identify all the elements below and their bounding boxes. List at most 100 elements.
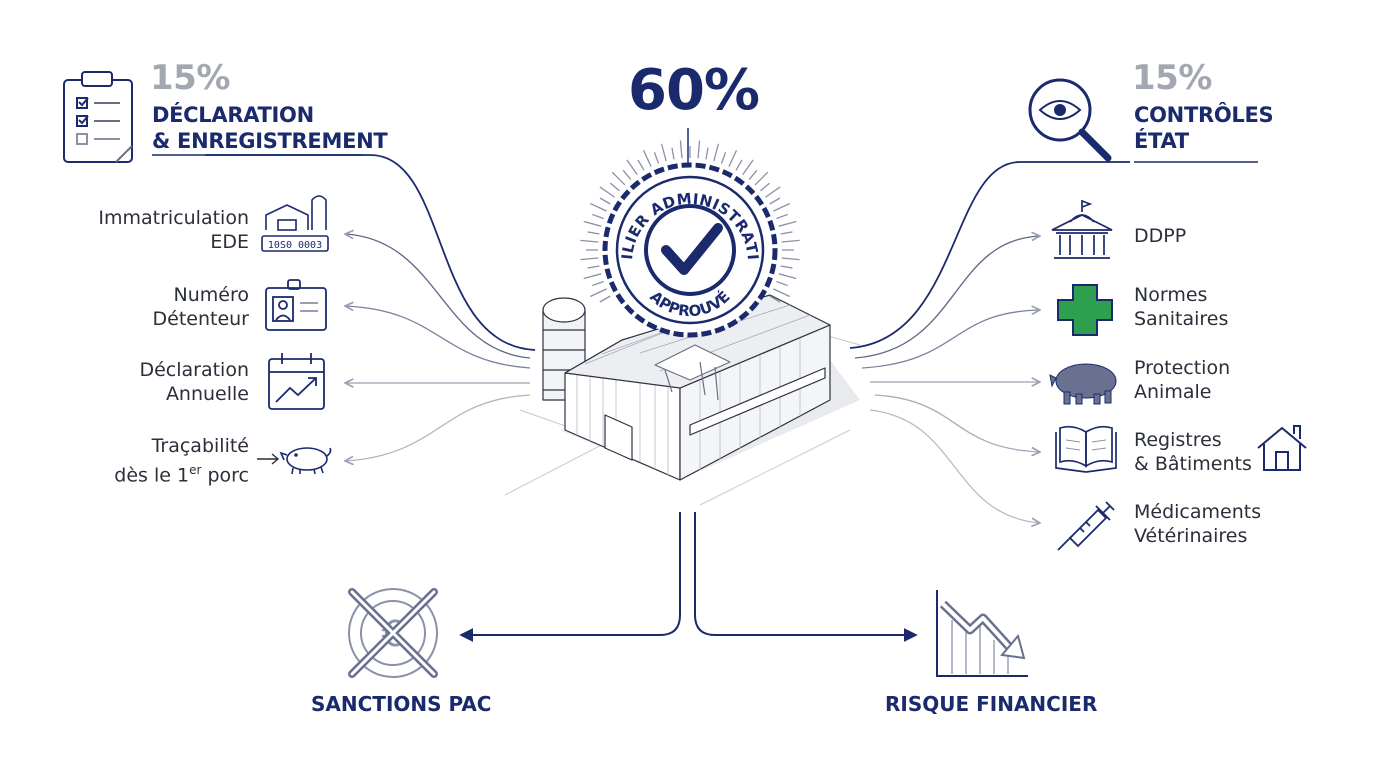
left-item-detenteur: Numéro Détenteur (153, 283, 250, 331)
seal-ray (590, 202, 607, 212)
seal-ray (742, 159, 754, 176)
seal-ray (776, 213, 788, 220)
left-item-declaration: Déclaration Annuelle (139, 358, 249, 406)
left-item-ede-line1: Immatriculation (98, 207, 249, 229)
center-percent: 60% (628, 58, 760, 123)
seal-ray (760, 182, 771, 192)
bottom-connectors (459, 512, 918, 642)
clipboard-icon (63, 71, 133, 163)
seal-ray (592, 213, 604, 220)
seal-ray (781, 257, 800, 261)
left-item-declaration-line2: Annuelle (165, 383, 249, 405)
seal-ray (637, 159, 645, 171)
seal-ray (780, 231, 793, 235)
right-percent: 15% (1132, 58, 1212, 98)
government-building-icon (1051, 200, 1113, 259)
right-item-normes: Normes Sanitaires (1134, 283, 1228, 331)
seal-ray (780, 265, 793, 269)
right-title: CONTRÔLES ÉTAT (1134, 102, 1274, 154)
seal-ray (583, 220, 602, 227)
seal-ray (583, 273, 602, 280)
magnifier-eye-icon (1028, 78, 1112, 162)
left-item-ede: Immatriculation EDE (98, 206, 249, 254)
seal-ray (781, 239, 800, 243)
right-title-line2: ÉTAT (1134, 129, 1189, 153)
right-item-medicaments: Médicaments Vétérinaires (1134, 500, 1261, 548)
right-item-protection: Protection Animale (1134, 356, 1230, 404)
right-item-registres-line2: & Bâtiments (1134, 453, 1252, 475)
farm-barn-icon (261, 195, 329, 252)
left-item-tracabilite-line2: dès le 1er porc (114, 463, 249, 487)
arrow-right-icon (257, 453, 280, 465)
right-item-medicaments-line2: Vétérinaires (1134, 525, 1248, 547)
left-percent: 15% (150, 58, 230, 98)
seal-ray (720, 152, 727, 164)
seal-ray (697, 140, 701, 159)
sanctions-icon: € (348, 588, 438, 678)
seal-ray (653, 152, 660, 164)
syringe-icon (1057, 501, 1115, 551)
seal-ray (580, 239, 599, 243)
book-icon (1055, 425, 1117, 473)
right-item-protection-line2: Animale (1134, 381, 1212, 403)
right-item-normes-line1: Normes (1134, 284, 1208, 306)
seal-ray (679, 140, 683, 159)
downtrend-chart-icon (936, 590, 1028, 677)
barn-illustration (542, 294, 860, 481)
left-item-tracabilite: Traçabilité dès le 1er porc (114, 434, 249, 487)
seal-ray (599, 197, 611, 205)
seal-ray (713, 143, 720, 162)
right-connectors (849, 161, 1130, 523)
seal-ray (587, 231, 600, 235)
seal-ray (754, 171, 769, 186)
seal-ray (590, 288, 607, 298)
seal-ray (728, 150, 738, 167)
right-item-protection-line1: Protection (1134, 357, 1231, 379)
seal-ray (592, 280, 604, 287)
left-item-detenteur-line2: Détenteur (152, 308, 250, 330)
seal-ray (626, 159, 638, 176)
house-icon (1257, 425, 1307, 471)
seal-ray (587, 265, 600, 269)
seal-ray (769, 295, 781, 303)
pig-icon (279, 447, 332, 475)
left-title-line2: & ENREGISTREMENT (152, 129, 388, 153)
right-item-ddpp: DDPP (1134, 224, 1186, 248)
outcome-sanctions-pac: SANCTIONS PAC (311, 692, 492, 716)
seal-ray (764, 186, 781, 198)
calendar-chart-icon (268, 353, 325, 410)
seal-ray (580, 257, 599, 261)
seal-ray (748, 169, 758, 180)
seal-ray (773, 202, 790, 212)
left-title-line1: DÉCLARATION (152, 103, 314, 127)
left-item-declaration-line1: Déclaration (139, 359, 249, 381)
seal-ray (609, 182, 620, 192)
left-item-ede-line2: EDE (210, 231, 249, 253)
seal-ray (778, 220, 797, 227)
left-item-tracabilite-line1: Traçabilité (151, 435, 249, 457)
seal-ray (705, 147, 709, 160)
right-title-line1: CONTRÔLES (1134, 103, 1274, 127)
right-item-registres: Registres & Bâtiments (1134, 428, 1252, 476)
medical-cross-icon (1057, 284, 1113, 336)
seal-ray (599, 295, 611, 303)
seal-ray (778, 273, 797, 280)
seal-ray (599, 186, 616, 198)
right-item-medicaments-line1: Médicaments (1134, 501, 1262, 523)
id-card-icon (265, 279, 327, 331)
outcome-risque-financier: RISQUE FINANCIER (885, 692, 1098, 716)
left-item-detenteur-line1: Numéro (173, 284, 249, 306)
seal-ray (776, 280, 788, 287)
seal-ray (642, 150, 652, 167)
seal-ray (671, 147, 675, 160)
seal-ray (611, 171, 626, 186)
checkmark-icon (661, 223, 723, 275)
right-item-normes-line2: Sanitaires (1134, 308, 1229, 330)
left-connectors (205, 154, 536, 461)
right-item-registres-line1: Registres (1134, 429, 1222, 451)
seal-ray (769, 197, 781, 205)
seal-ray (735, 159, 743, 171)
seal-ray (660, 143, 667, 162)
ede-badge-text: 10S0 0003 (268, 240, 322, 251)
